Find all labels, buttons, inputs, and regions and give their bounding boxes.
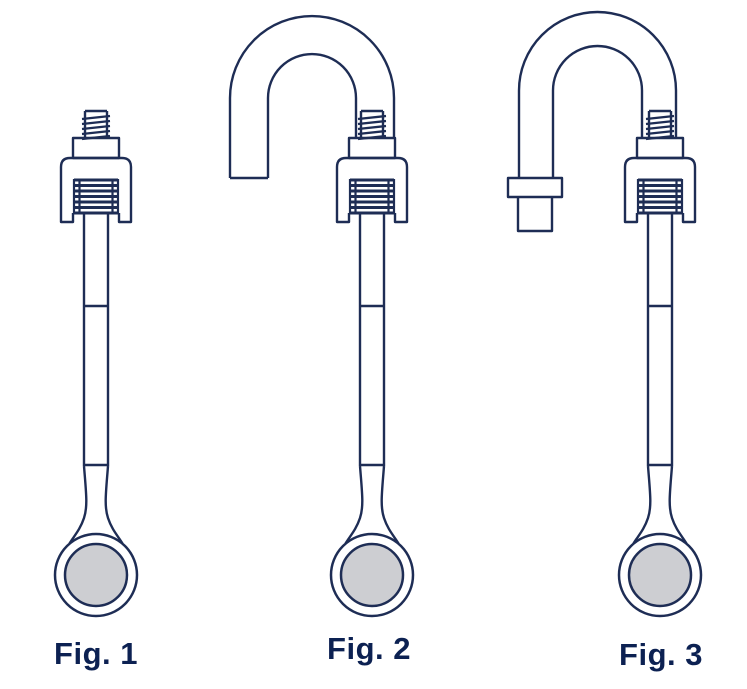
instrument-fig1 bbox=[53, 109, 139, 618]
figure-2-label: Fig. 2 bbox=[327, 631, 411, 666]
sleeve-tube bbox=[516, 197, 554, 233]
figure-1-drawing bbox=[53, 109, 139, 618]
hook-outer bbox=[228, 14, 396, 178]
hook-inner bbox=[551, 44, 644, 178]
figure-1-label: Fig. 1 bbox=[54, 636, 138, 671]
hook-inner bbox=[266, 52, 358, 178]
figure-3-drawing bbox=[506, 10, 703, 618]
figure-2-drawing bbox=[228, 14, 415, 618]
sleeve-collar bbox=[506, 176, 564, 199]
hook-outer bbox=[517, 10, 678, 178]
instrument-fig3 bbox=[617, 109, 703, 618]
instrument-fig2 bbox=[329, 109, 415, 618]
figure-3-label: Fig. 3 bbox=[619, 637, 703, 672]
